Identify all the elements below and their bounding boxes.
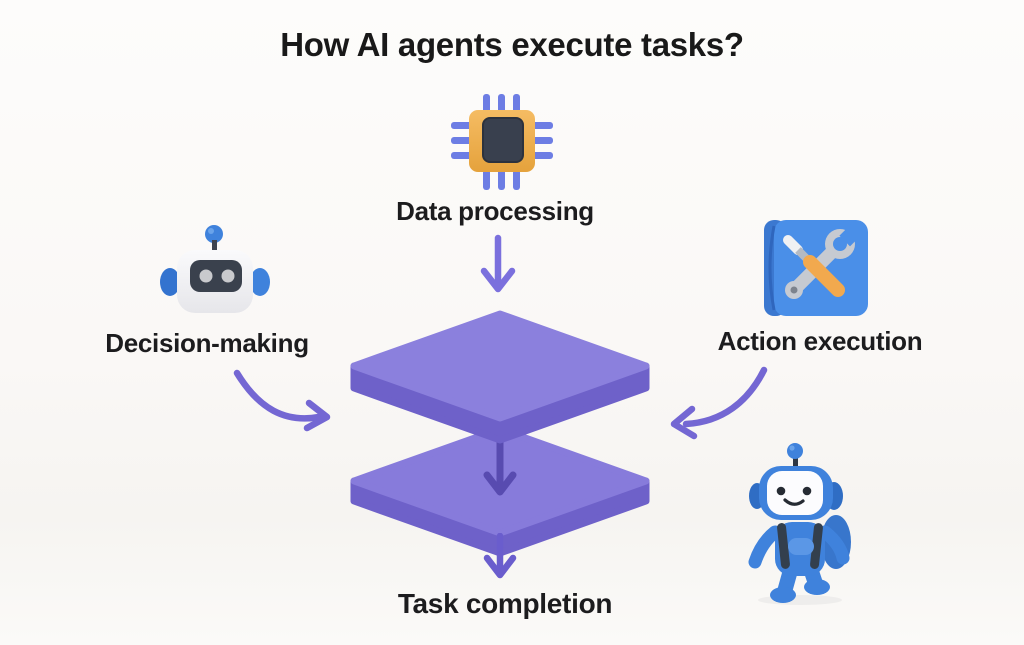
chip-icon bbox=[448, 92, 556, 192]
label-action-execution: Action execution bbox=[717, 326, 923, 356]
curved-arrow-left-icon bbox=[225, 365, 340, 440]
blueprint-tools-icon bbox=[756, 214, 876, 324]
label-data-processing: Data processing bbox=[396, 196, 594, 226]
robot-head-icon bbox=[156, 220, 274, 318]
arrow-down-top-icon bbox=[478, 233, 518, 305]
label-task-completion: Task completion bbox=[397, 588, 613, 619]
label-decision-making: Decision-making bbox=[105, 328, 309, 358]
platform-stack bbox=[348, 306, 652, 558]
page-title: How AI agents execute tasks? bbox=[280, 26, 744, 63]
arrow-down-bottom-icon bbox=[482, 533, 522, 587]
robot-mascot-icon bbox=[735, 438, 860, 606]
curved-arrow-right-icon bbox=[660, 362, 775, 442]
platform-upper-layer bbox=[350, 310, 650, 444]
